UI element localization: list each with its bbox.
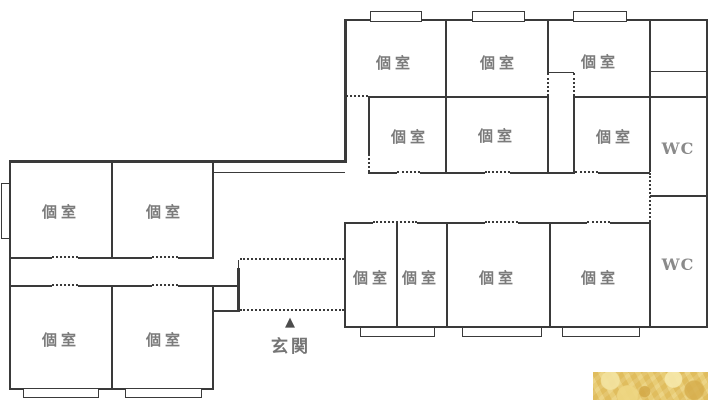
corridor-wall [9,257,52,259]
window [1,183,10,239]
door-opening [373,221,417,223]
wall [510,172,575,174]
window [462,327,542,337]
wall [345,222,373,224]
wc-divider-wall [650,195,708,197]
wall [9,388,214,390]
wall [518,222,587,224]
corridor-wall [78,285,152,287]
door-opening [397,171,420,173]
room-label: 個室 [401,269,440,287]
door-opening [485,221,518,223]
corridor-wall [178,285,240,287]
wall [212,310,240,312]
wall [417,222,485,224]
room-label: 個室 [41,331,80,349]
wall [368,96,370,154]
wall [344,19,347,163]
wall [111,286,113,388]
wall [548,72,574,73]
door-opening [649,173,651,222]
window [472,11,525,22]
wall [649,19,651,172]
corridor-wall [178,257,214,259]
corridor-wall [9,285,52,287]
corridor-wall [78,257,152,259]
wall [345,19,708,21]
room-label: 個室 [478,269,517,287]
window [360,327,435,337]
room-label: 個室 [595,128,634,146]
door-opening [587,221,610,223]
wall [598,172,650,174]
door-opening [547,73,549,96]
wall [650,96,708,98]
door-opening [575,171,598,173]
window [573,11,627,22]
wall [368,172,397,174]
wall [706,19,708,328]
entrance-vestibule-edge [240,309,344,311]
entrance-door-wall [237,268,240,311]
door-opening [573,73,575,96]
wall [649,222,651,328]
wall [446,222,448,328]
wall [547,19,549,73]
room-label: 個室 [375,54,414,72]
door-opening [52,256,78,258]
door-opening [52,284,78,286]
room-label: 個室 [390,128,429,146]
room-label: 個室 [580,53,619,71]
room-label: 個室 [479,54,518,72]
wall [549,222,551,328]
wall [547,96,549,172]
door-opening [152,256,178,258]
wall [212,286,214,390]
wall [396,222,398,328]
room-label: 個室 [145,203,184,221]
wall [9,160,345,163]
wall [368,96,548,98]
wall [610,222,650,224]
wall [650,71,708,72]
wall [9,160,11,390]
room-label: 個室 [477,127,516,145]
door-opening [485,171,510,173]
wall [445,19,447,172]
wall [574,96,650,98]
room-label: 個室 [41,203,80,221]
window [23,388,99,398]
entrance-vestibule-edge [240,258,344,260]
entrance-arrow-icon: ▲ [285,315,295,330]
wall [420,172,485,174]
window [562,327,640,337]
door-opening [346,95,368,97]
window [125,388,202,398]
door-opening [152,284,178,286]
wc-label: WC [661,139,695,158]
wall [111,163,113,257]
window [370,11,422,22]
room-label: 個室 [580,269,619,287]
wc-label: WC [661,255,695,274]
wall [212,163,214,258]
wall [344,222,346,328]
entrance-label: 玄関 [271,337,311,357]
door-opening [368,154,370,172]
room-label: 個室 [352,269,391,287]
wall [573,96,575,172]
walkway-wall [213,172,345,173]
gold-texture-swatch [593,372,708,400]
room-label: 個室 [145,331,184,349]
